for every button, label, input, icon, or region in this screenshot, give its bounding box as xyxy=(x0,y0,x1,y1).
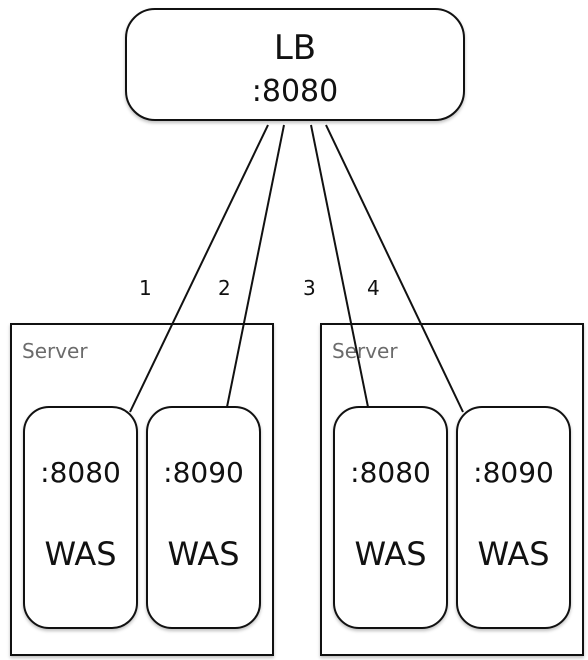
connection-line-1 xyxy=(129,124,269,413)
was-label: WAS xyxy=(477,535,550,573)
was-label: WAS xyxy=(44,535,117,573)
was-label: WAS xyxy=(167,535,240,573)
connection-line-2 xyxy=(226,124,285,408)
server-label: Server xyxy=(332,339,398,363)
was-label: WAS xyxy=(354,535,427,573)
connection-label-2: 2 xyxy=(218,276,231,300)
connection-line-3 xyxy=(310,124,369,408)
was-port: :8080 xyxy=(40,456,121,489)
connection-label-4: 4 xyxy=(367,276,380,300)
was-instance-node: :8080 WAS xyxy=(333,406,448,629)
connection-line-4 xyxy=(325,124,464,413)
was-instance-node: :8090 WAS xyxy=(456,406,571,629)
was-instance-node: :8090 WAS xyxy=(146,406,261,629)
load-balancer-node: LB :8080 xyxy=(125,8,465,121)
connection-label-1: 1 xyxy=(139,276,152,300)
load-balancer-port: :8080 xyxy=(251,74,339,109)
was-port: :8090 xyxy=(163,456,244,489)
was-instance-node: :8080 WAS xyxy=(23,406,138,629)
connection-label-3: 3 xyxy=(303,276,316,300)
server-label: Server xyxy=(22,339,88,363)
was-port: :8090 xyxy=(473,456,554,489)
was-port: :8080 xyxy=(350,456,431,489)
load-balancer-title: LB xyxy=(273,28,317,68)
